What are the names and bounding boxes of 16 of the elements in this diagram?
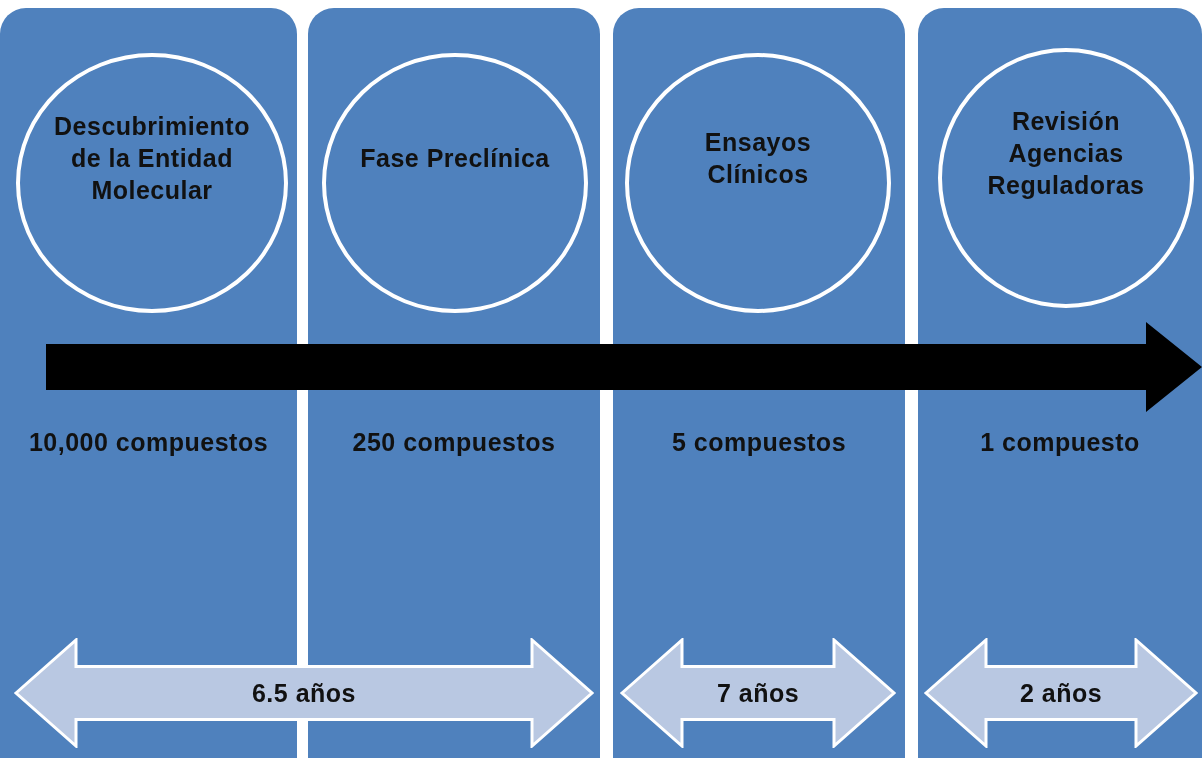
stage-label: Descubrimiento de la Entidad Molecular [53,111,251,206]
duration-label: 2 años [1019,678,1103,709]
column-panel [613,8,905,758]
column-panel [918,8,1202,758]
compound-count: 10,000 compuestos [27,427,270,458]
duration-span [14,638,594,748]
stage-label: Revisión Agencias Reguladoras [986,106,1146,201]
stage-label: Fase Preclínica [359,143,551,174]
compound-count: 5 compuestos [670,427,848,458]
duration-label: 7 años [716,678,800,709]
duration-span [924,638,1198,748]
duration-span [620,638,896,748]
compound-count: 250 compuestos [351,427,557,458]
duration-label: 6.5 años [251,678,357,709]
stage-label: Ensayos Clínicos [703,127,813,190]
compound-count: 1 compuesto [979,427,1141,458]
